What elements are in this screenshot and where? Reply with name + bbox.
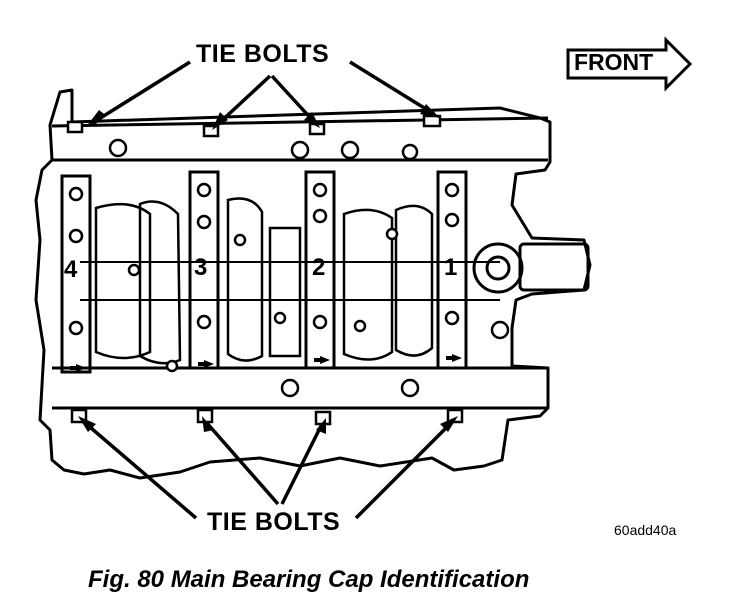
leader-bottom-4 (354, 420, 454, 520)
arrowhead (202, 416, 214, 432)
arrowhead (316, 418, 326, 434)
crank-throw (342, 208, 394, 361)
arrowhead (420, 104, 440, 118)
tie-bolt-head (66, 120, 84, 134)
crank-throw (226, 197, 264, 362)
leader-bottom-1 (82, 420, 198, 520)
arrowhead (86, 110, 104, 127)
arrowhead (78, 416, 96, 432)
upper-rail (51, 116, 549, 162)
arrowhead (212, 112, 228, 130)
tie-bolts-top-label: TIE BOLTS (196, 40, 330, 68)
leader-bottom-3 (280, 423, 324, 505)
leader-top-4 (349, 60, 435, 116)
cap-number-1: 1 (444, 254, 458, 281)
cap-number-3: 3 (194, 254, 208, 281)
front-label: FRONT (574, 49, 654, 75)
bearing-cap-2 (304, 170, 336, 370)
crank-snout (518, 242, 590, 292)
engine-block-outline (34, 88, 592, 480)
arrowhead (440, 416, 458, 432)
front-indicator: FRONT (566, 46, 690, 86)
leader-top-1 (93, 60, 191, 124)
crank-hub (472, 242, 524, 294)
leader-bottom-2 (204, 420, 280, 506)
bearing-cap-1 (436, 170, 468, 370)
front-arrow-outline (566, 36, 693, 92)
cap-number-4: 4 (64, 256, 78, 283)
tie-bolt-head (202, 124, 220, 138)
lower-rail (52, 366, 548, 410)
arrowhead (304, 112, 320, 128)
crank-throw (138, 200, 182, 365)
tie-bolts-bottom-label: TIE BOLTS (207, 508, 341, 536)
crank-throw (268, 226, 302, 358)
crank-throw (94, 202, 152, 360)
crank-throw (394, 204, 434, 357)
figure-caption: Fig. 80 Main Bearing Cap Identification (88, 566, 530, 593)
cap-number-2: 2 (312, 254, 326, 281)
image-code: 60add40a (614, 522, 677, 538)
